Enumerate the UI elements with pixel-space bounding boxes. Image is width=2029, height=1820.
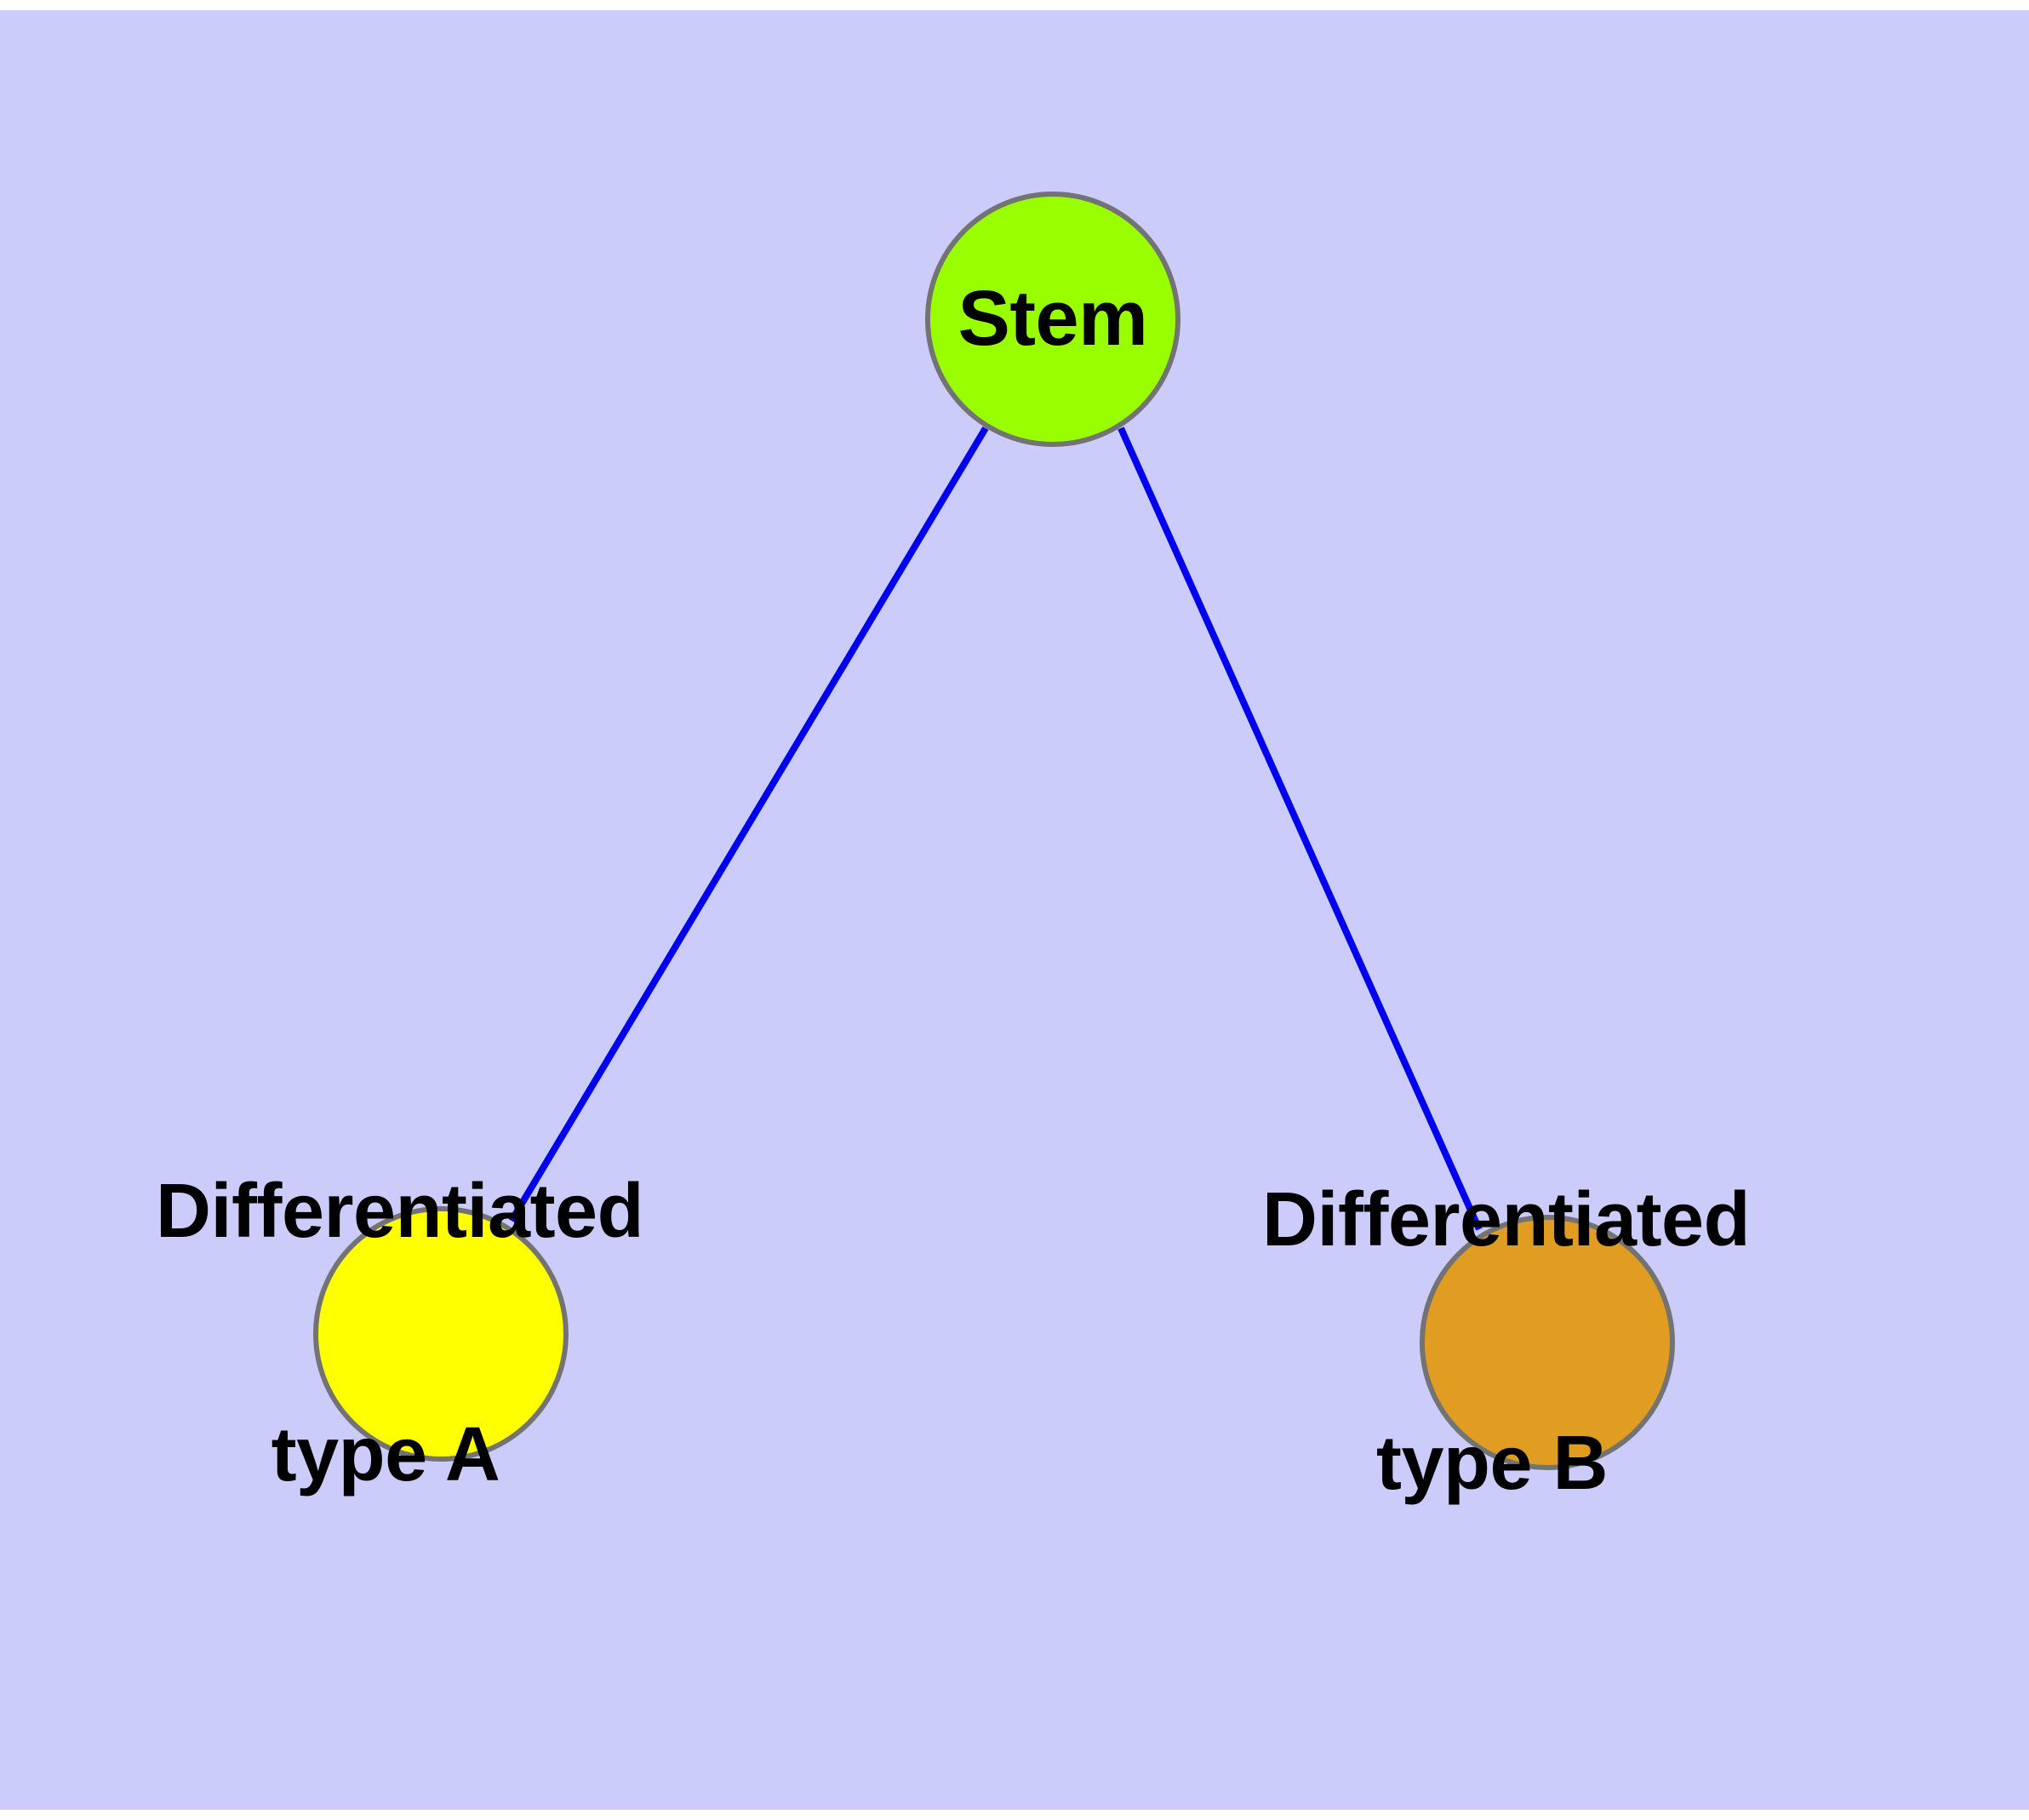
node-layer bbox=[313, 192, 1675, 1470]
edge-layer bbox=[508, 426, 1483, 1231]
node-diff-b[interactable] bbox=[1420, 1215, 1675, 1470]
edge-stem-to-diff-b bbox=[1117, 426, 1483, 1231]
edge-stem-to-diff-a bbox=[508, 426, 989, 1223]
node-diff-a[interactable] bbox=[313, 1206, 569, 1462]
node-stem[interactable] bbox=[925, 192, 1180, 447]
